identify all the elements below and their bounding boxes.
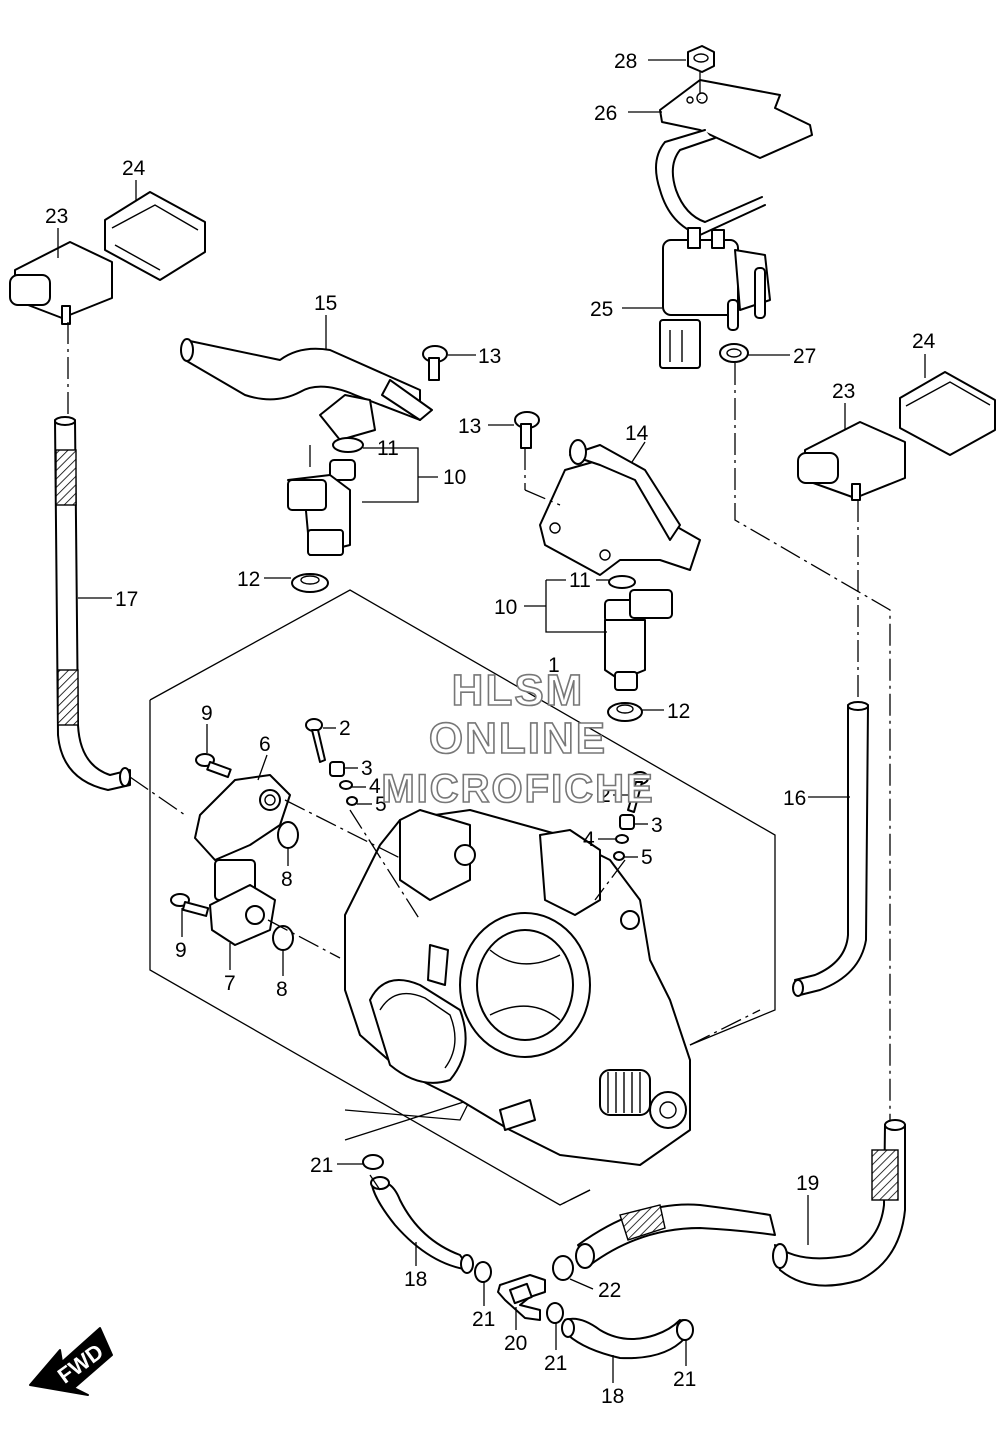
screw-2-b <box>627 771 649 813</box>
label-21-c: 21 <box>544 1352 567 1375</box>
label-8-a: 8 <box>281 868 293 891</box>
screw-13-a <box>422 345 448 381</box>
clamp-21-b <box>474 1261 492 1283</box>
label-15: 15 <box>314 292 337 315</box>
label-2-b: 2 <box>599 784 611 807</box>
label-12-a: 12 <box>237 568 260 591</box>
injector-10-b <box>604 589 673 691</box>
label-12-b: 12 <box>667 700 690 723</box>
label-3-b: 3 <box>651 814 663 837</box>
spring-3-b <box>619 814 635 830</box>
map-sensor-23-left <box>9 241 113 325</box>
label-10-a: 10 <box>443 466 466 489</box>
o-ring-8-b <box>272 925 294 951</box>
hose-18-upper <box>370 1176 474 1274</box>
label-20: 20 <box>504 1332 527 1355</box>
label-23-right: 23 <box>832 380 855 403</box>
label-18-upper: 18 <box>404 1268 427 1291</box>
label-11-b: 11 <box>569 569 591 592</box>
label-13-b: 13 <box>458 415 481 438</box>
part-labels: 28 26 24 23 15 13 25 27 24 23 11 10 13 1… <box>45 50 936 1408</box>
hose-17 <box>54 416 131 791</box>
clamp-21-a <box>362 1154 384 1170</box>
label-16: 16 <box>783 787 806 810</box>
label-1: 1 <box>548 654 560 677</box>
label-9-b: 9 <box>175 939 187 962</box>
label-17: 17 <box>115 588 138 611</box>
label-11-a: 11 <box>377 437 399 460</box>
bracket-26 <box>655 79 813 236</box>
label-28: 28 <box>614 50 637 73</box>
label-21-a: 21 <box>310 1154 333 1177</box>
watermark-line-1: HLSM <box>452 666 585 715</box>
label-27: 27 <box>793 345 816 368</box>
bolt-9-a <box>195 753 232 779</box>
fwd-arrow-icon: FWD <box>29 1327 113 1396</box>
screw-13-b <box>514 411 540 449</box>
screw-2-a <box>305 718 326 763</box>
label-21-d: 21 <box>673 1368 696 1391</box>
label-5-b: 5 <box>641 846 653 869</box>
fuel-rail-14 <box>539 439 701 576</box>
o-ring-11-b <box>608 575 636 589</box>
washer-5-b <box>613 851 625 861</box>
hose-19 <box>575 1119 906 1287</box>
washer-4-a <box>339 780 353 790</box>
label-25: 25 <box>590 298 613 321</box>
o-ring-11-a <box>332 437 364 453</box>
sensor-cover-24-right <box>899 371 996 456</box>
throttle-sensor-7 <box>209 859 276 946</box>
label-22: 22 <box>598 1279 621 1302</box>
label-5-a: 5 <box>375 793 387 816</box>
injector-10-a <box>287 459 356 556</box>
sensor-cover-24-left <box>104 191 206 281</box>
seal-12-b <box>607 702 643 722</box>
watermark-line-3: MICROFICHE <box>381 767 654 811</box>
spring-3-a <box>329 761 345 777</box>
leader-lines <box>57 59 926 1383</box>
label-4-a: 4 <box>369 775 381 798</box>
throttle-body-1 <box>344 809 691 1166</box>
clamp-21-c <box>546 1302 564 1324</box>
label-13-a: 13 <box>478 345 501 368</box>
label-24-right: 24 <box>912 330 936 353</box>
label-7: 7 <box>224 972 236 995</box>
watermark-line-2: ONLINE <box>429 714 607 763</box>
seal-12-a <box>291 573 329 593</box>
assembly-centerlines <box>67 72 891 1206</box>
label-21-b: 21 <box>472 1308 495 1331</box>
label-10-b: 10 <box>494 596 517 619</box>
throttle-sensor-6 <box>194 774 291 861</box>
hose-16 <box>792 701 869 997</box>
fuel-rail-15 <box>180 338 433 441</box>
bolt-9-b <box>170 893 210 917</box>
solenoid-valve-25 <box>659 227 771 369</box>
label-6: 6 <box>259 733 271 756</box>
label-4-b: 4 <box>583 828 595 851</box>
washer-4-b <box>615 834 629 844</box>
label-2-a: 2 <box>339 717 351 740</box>
label-8-b: 8 <box>276 978 288 1001</box>
nut-28 <box>687 45 715 73</box>
label-14: 14 <box>625 422 649 445</box>
watermark: HLSM ONLINE MICROFICHE <box>381 665 654 812</box>
clamp-21-d <box>676 1319 694 1341</box>
label-24-left: 24 <box>122 157 146 180</box>
joint-20 <box>497 1274 546 1321</box>
map-sensor-23-right <box>797 421 906 501</box>
label-19: 19 <box>796 1172 819 1195</box>
label-3-a: 3 <box>361 757 373 780</box>
hose-18-lower <box>561 1317 690 1360</box>
label-9-a: 9 <box>201 702 213 725</box>
clamp-27 <box>719 343 749 363</box>
label-18-lower: 18 <box>601 1385 624 1408</box>
label-23-left: 23 <box>45 205 68 228</box>
clamp-22 <box>552 1255 574 1281</box>
washer-5-a <box>346 796 358 806</box>
o-ring-8-a <box>277 821 299 849</box>
label-26: 26 <box>594 102 617 125</box>
